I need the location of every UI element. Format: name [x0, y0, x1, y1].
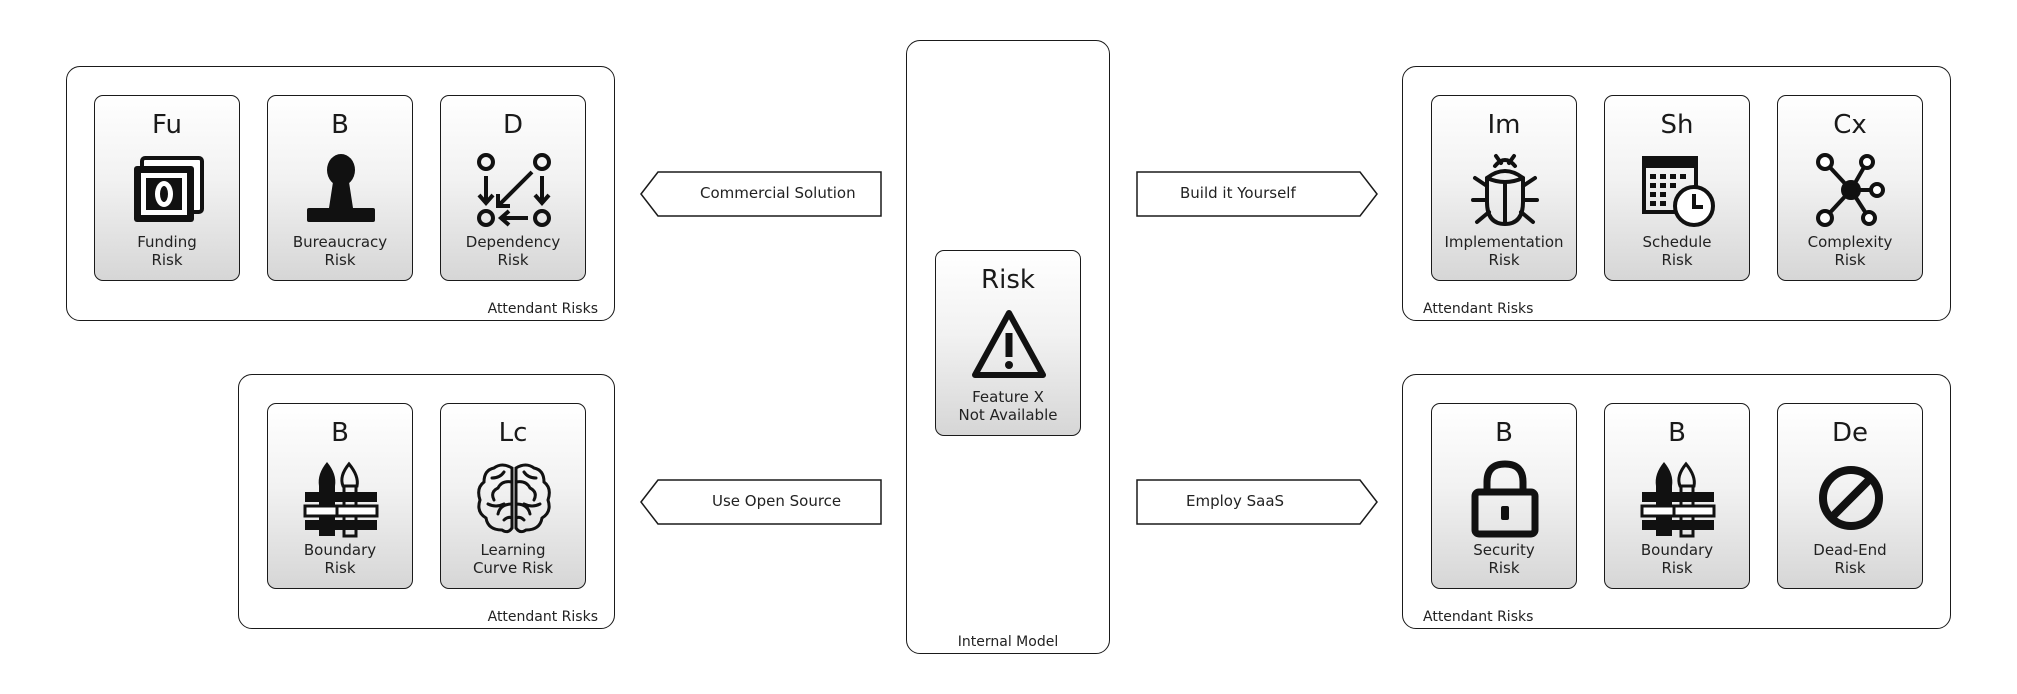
complexity-risk-card: Cx Complexity Risk [1777, 95, 1923, 281]
arrow-label: Commercial Solution [700, 184, 856, 202]
risk-card-name: Feature X Not Available [958, 388, 1058, 424]
card-name: Complexity Risk [1807, 233, 1893, 269]
card-name: Implementation Risk [1444, 233, 1564, 269]
wall-icon [1638, 458, 1718, 538]
arrow-commercial-solution: Commercial Solution [640, 171, 882, 217]
dependency-nodes-icon [474, 150, 554, 230]
arrow-right-shape [1136, 479, 1378, 525]
card-abbr: B [331, 418, 349, 448]
arrow-use-open-source: Use Open Source [640, 479, 882, 525]
card-name: Dependency Risk [465, 233, 561, 269]
card-name: Boundary Risk [1640, 541, 1714, 577]
card-abbr: B [1668, 418, 1686, 448]
money-icon [128, 150, 208, 230]
arrow-label: Employ SaaS [1186, 492, 1285, 510]
card-abbr: De [1831, 418, 1869, 448]
wall-icon [301, 458, 381, 538]
internal-model-label: Internal Model [957, 634, 1059, 650]
card-name: Bureaucracy Risk [292, 233, 388, 269]
group-label: Attendant Risks [1423, 609, 1534, 625]
card-name: Dead-End Risk [1813, 541, 1887, 577]
group-label: Attendant Risks [1423, 301, 1534, 317]
build-attendant-risks-group: Im Implementation Risk Sh Schedule Risk … [1402, 66, 1951, 321]
brain-icon [474, 458, 554, 538]
bug-icon [1465, 150, 1545, 230]
dependency-risk-card: D Dependency Risk [440, 95, 586, 281]
commercial-attendant-risks-group: Fu Funding Risk B Bureaucracy Risk D Dep… [66, 66, 615, 321]
card-name: Schedule Risk [1642, 233, 1712, 269]
risk-card-abbr: Risk [981, 265, 1035, 295]
network-icon [1811, 150, 1891, 230]
card-abbr: Lc [498, 418, 528, 448]
boundary-risk-card: B Boundary Risk [1604, 403, 1750, 589]
arrow-label: Build it Yourself [1180, 184, 1296, 202]
bureaucracy-risk-card: B Bureaucracy Risk [267, 95, 413, 281]
warning-triangle-icon [969, 305, 1049, 385]
card-abbr: Sh [1660, 110, 1694, 140]
group-label: Attendant Risks [487, 609, 598, 625]
saas-attendant-risks-group: B Security Risk B Boundary Risk De Dead-… [1402, 374, 1951, 629]
calendar-clock-icon [1638, 150, 1718, 230]
card-abbr: B [331, 110, 349, 140]
card-abbr: D [502, 110, 524, 140]
group-label: Attendant Risks [487, 301, 598, 317]
card-abbr: Cx [1833, 110, 1867, 140]
security-risk-card: B Security Risk [1431, 403, 1577, 589]
card-abbr: B [1495, 418, 1513, 448]
dead-end-risk-card: De Dead-End Risk [1777, 403, 1923, 589]
arrow-left-shape [640, 479, 882, 525]
card-name: Security Risk [1473, 541, 1535, 577]
arrow-build-it-yourself: Build it Yourself [1136, 171, 1378, 217]
funding-risk-card: Fu Funding Risk [94, 95, 240, 281]
card-name: Funding Risk [137, 233, 197, 269]
stamp-icon [301, 150, 381, 230]
arrow-employ-saas: Employ SaaS [1136, 479, 1378, 525]
boundary-risk-card: B Boundary Risk [267, 403, 413, 589]
card-abbr: Fu [151, 110, 182, 140]
card-name: Boundary Risk [303, 541, 377, 577]
internal-model-container: Risk Feature X Not Available Internal Mo… [906, 40, 1110, 654]
arrow-left-shape [640, 171, 882, 217]
card-abbr: Im [1487, 110, 1521, 140]
risk-card: Risk Feature X Not Available [935, 250, 1081, 436]
learning-curve-risk-card: Lc Learning Curve Risk [440, 403, 586, 589]
padlock-icon [1465, 458, 1545, 538]
arrow-label: Use Open Source [712, 492, 842, 510]
prohibited-icon [1811, 458, 1891, 538]
schedule-risk-card: Sh Schedule Risk [1604, 95, 1750, 281]
implementation-risk-card: Im Implementation Risk [1431, 95, 1577, 281]
arrow-right-shape [1136, 171, 1378, 217]
open-source-attendant-risks-group: B Boundary Risk Lc Learning Curve Risk A… [238, 374, 615, 629]
card-name: Learning Curve Risk [472, 541, 554, 577]
